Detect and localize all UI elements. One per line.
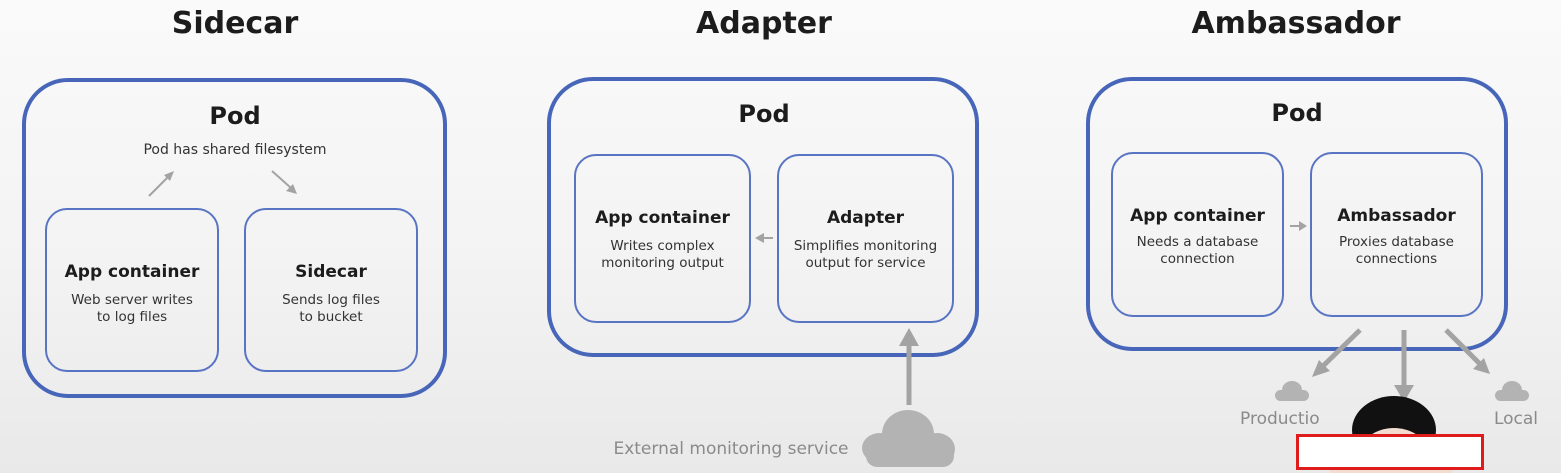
external-monitoring-label: External monitoring service: [613, 439, 849, 459]
sidecar-sidecar-desc: Sends log files to bucket: [282, 292, 380, 325]
sidecar-sidecar-title: Sidecar: [295, 262, 367, 282]
sidecar-arrow-up-icon: [148, 171, 174, 197]
ambassador-app-container-desc: Needs a database connection: [1136, 234, 1259, 267]
adapter-pod: [547, 77, 979, 357]
adapter-arrow-left-icon: [755, 233, 773, 243]
ambassador-arrow-right-icon: [1290, 221, 1307, 231]
ambassador-ambassador-box: Ambassador Proxies database connections: [1310, 152, 1483, 317]
adapter-app-container-desc: Writes complex monitoring output: [601, 238, 724, 271]
sidecar-app-container-title: App container: [64, 262, 200, 282]
adapter-app-container-title: App container: [595, 208, 730, 228]
ambassador-out-arrows-icon: [1312, 328, 1490, 402]
adapter-adapter-box: Adapter Simplifies monitoring output for…: [777, 154, 954, 323]
ambassador-ambassador-title: Ambassador: [1337, 206, 1456, 226]
adapter-heading: Adapter: [696, 6, 832, 41]
production-label: Productio: [1240, 409, 1320, 429]
ambassador-pod-title: Pod: [1271, 99, 1323, 127]
sidecar-pod-subtitle: Pod has shared filesystem: [143, 142, 327, 158]
adapter-adapter-desc: Simplifies monitoring output for service: [793, 238, 938, 271]
sidecar-arrow-down-icon: [271, 170, 297, 194]
ambassador-pod: [1086, 77, 1508, 351]
local-label: Local: [1493, 409, 1539, 429]
sidecar-pod: [22, 78, 447, 398]
ambassador-heading: Ambassador: [1191, 6, 1401, 41]
ambassador-app-container-box: App container Needs a database connectio…: [1111, 152, 1284, 317]
ambassador-app-container-title: App container: [1130, 206, 1265, 226]
adapter-arrow-up-icon: [899, 328, 919, 405]
sidecar-heading: Sidecar: [171, 6, 299, 41]
sidecar-app-container-box: App container Web server writes to log f…: [45, 208, 219, 372]
adapter-pod-title: Pod: [738, 100, 790, 128]
adapter-adapter-title: Adapter: [826, 208, 904, 228]
local-cloud-icon: [1495, 381, 1529, 401]
adapter-app-container-box: App container Writes complex monitoring …: [574, 154, 751, 323]
production-cloud-icon: [1275, 381, 1309, 401]
sidecar-app-container-desc: Web server writes to log files: [71, 292, 193, 325]
ambassador-ambassador-desc: Proxies database connections: [1339, 234, 1454, 267]
sidecar-pod-title: Pod: [209, 102, 261, 130]
webcam-overlay-box: [1296, 434, 1484, 470]
adapter-cloud-icon: [862, 410, 955, 467]
sidecar-sidecar-box: Sidecar Sends log files to bucket: [244, 208, 418, 372]
